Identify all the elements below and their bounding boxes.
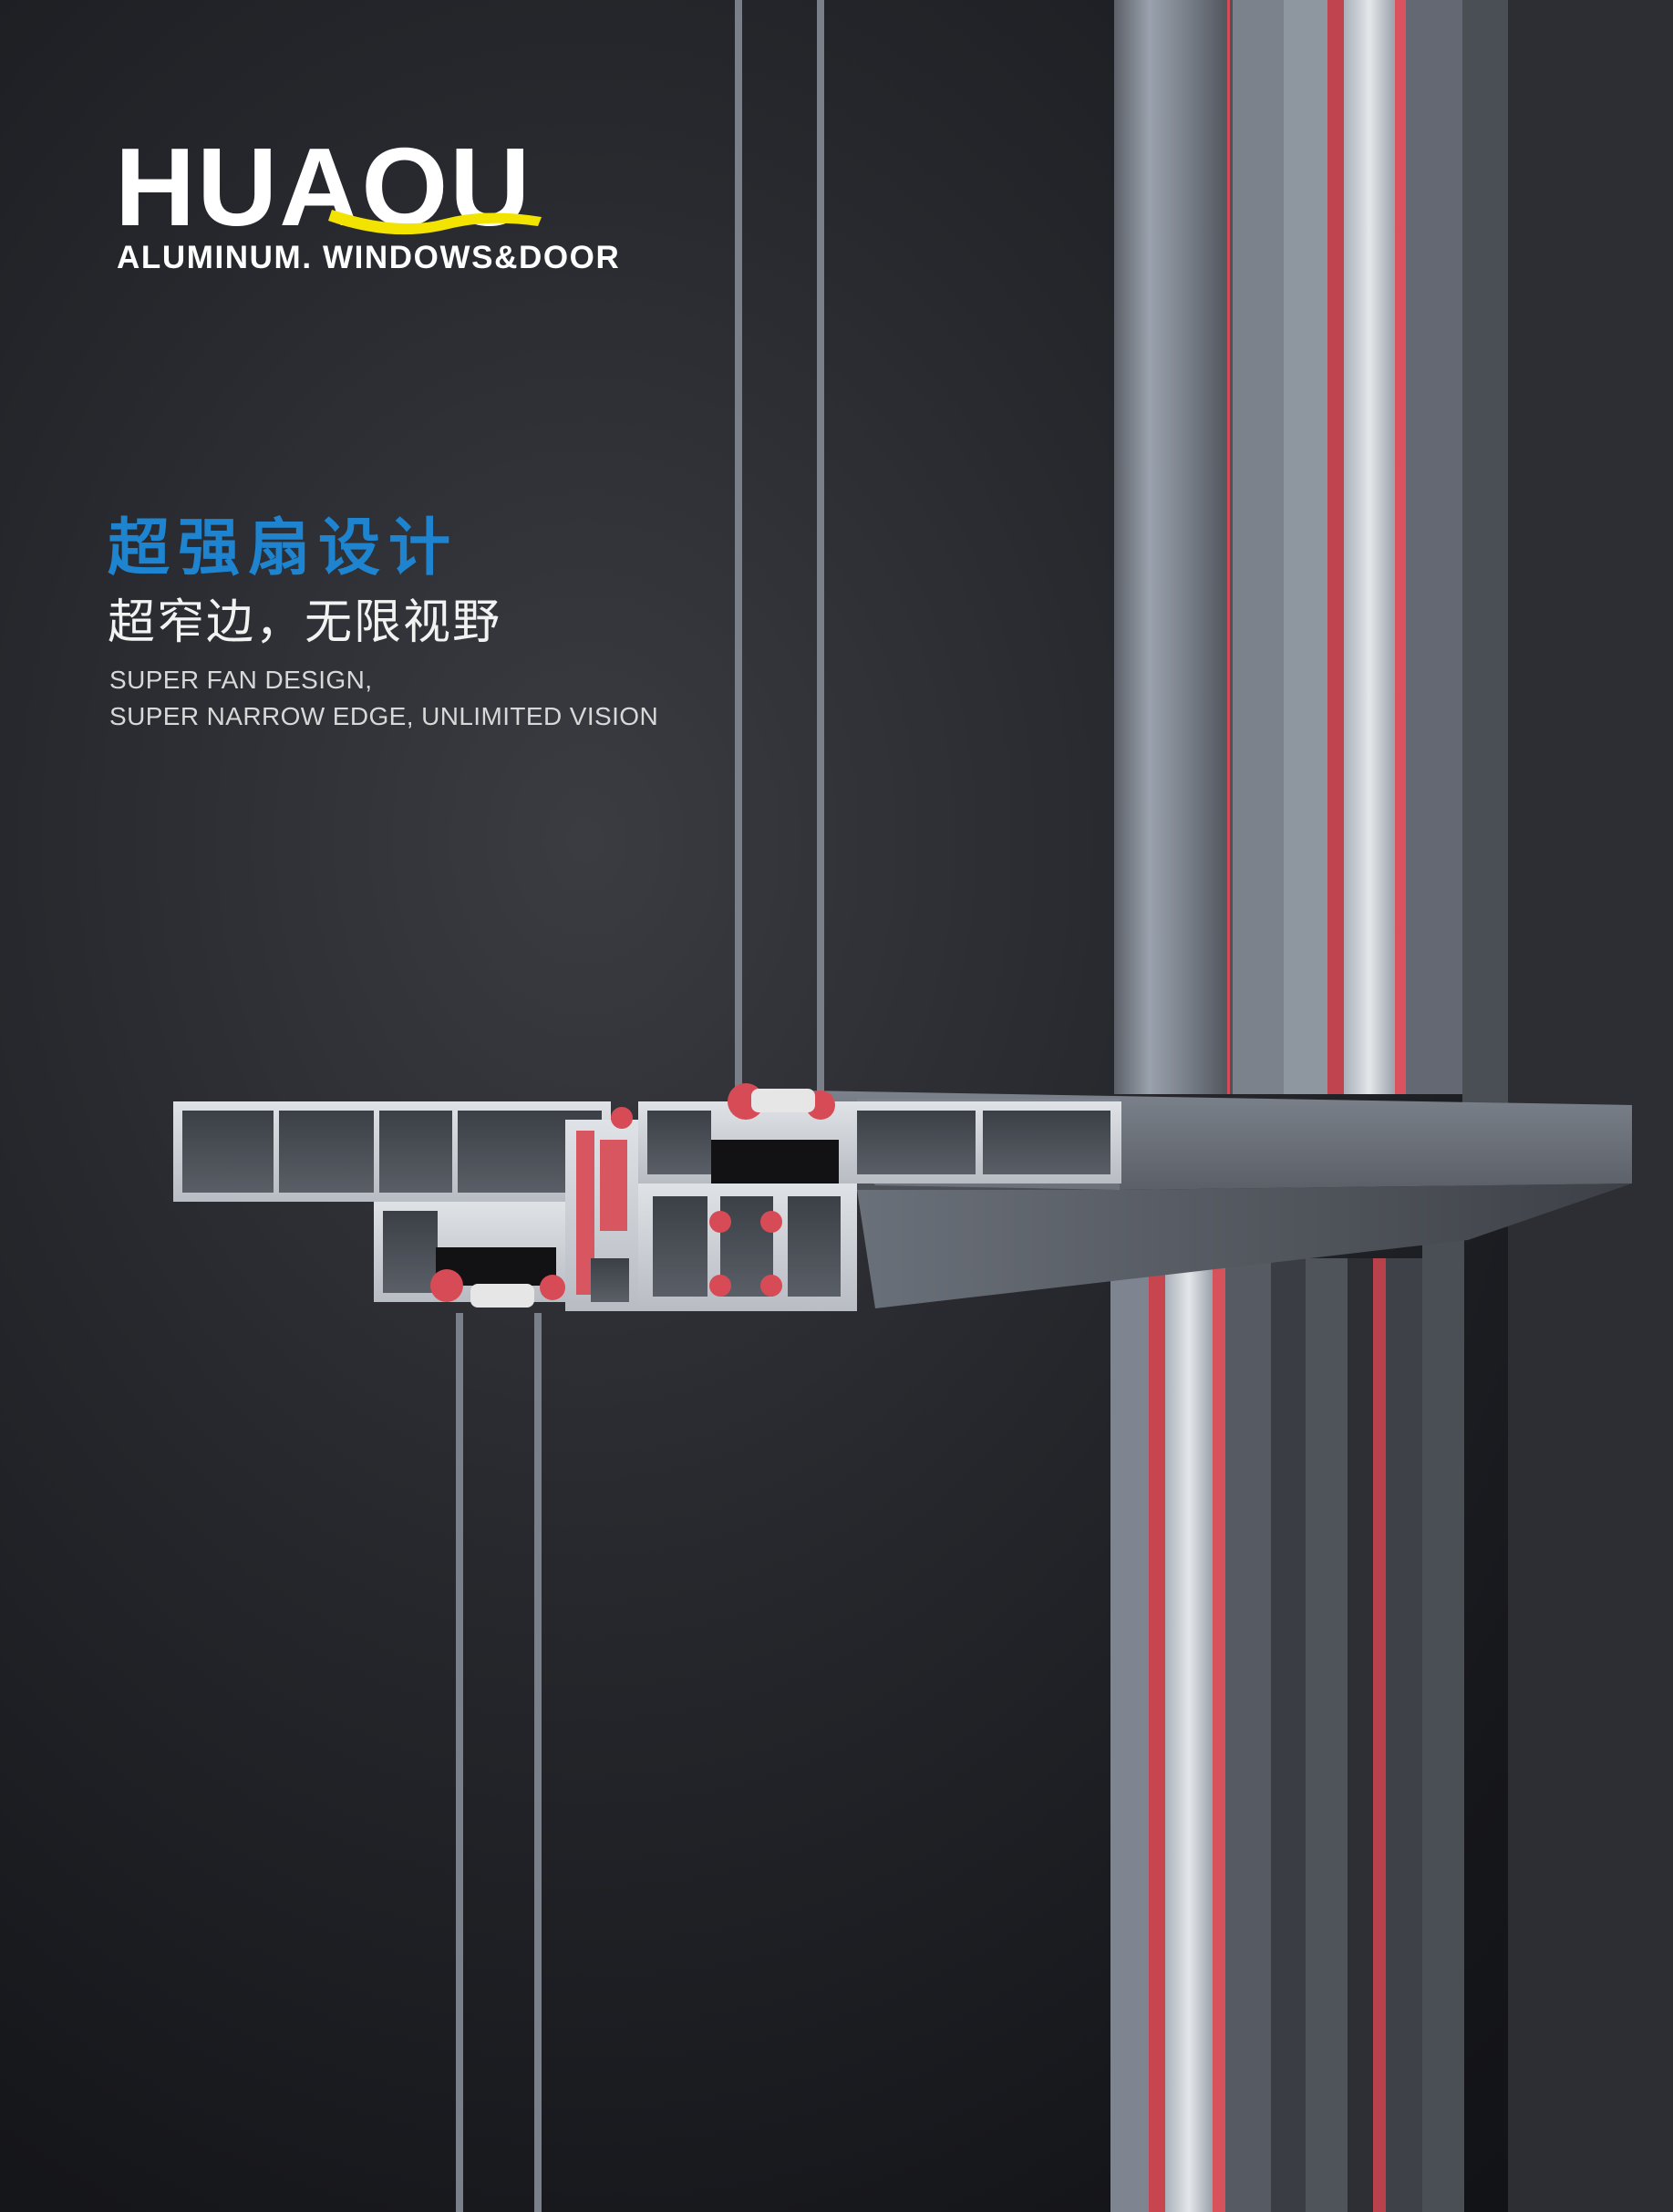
logo-tagline: ALUMINUM. WINDOWS&DOOR (117, 240, 621, 275)
brand-logo: HUAOU ALUMINUM. WINDOWS&DOOR (115, 131, 671, 283)
headline-title: 超强扇设计 (108, 512, 460, 584)
english-line-2: SUPER NARROW EDGE, UNLIMITED VISION (109, 702, 659, 730)
vertical-frame-lower (1110, 1204, 1464, 2212)
profile-cross-section (173, 1083, 1121, 1311)
glass-edges (456, 0, 824, 2212)
headline-subtitle: 超窄边，无限视野 (108, 595, 502, 650)
logo-swoosh-icon (328, 210, 542, 235)
english-line-1: SUPER FAN DESIGN, (109, 666, 373, 694)
